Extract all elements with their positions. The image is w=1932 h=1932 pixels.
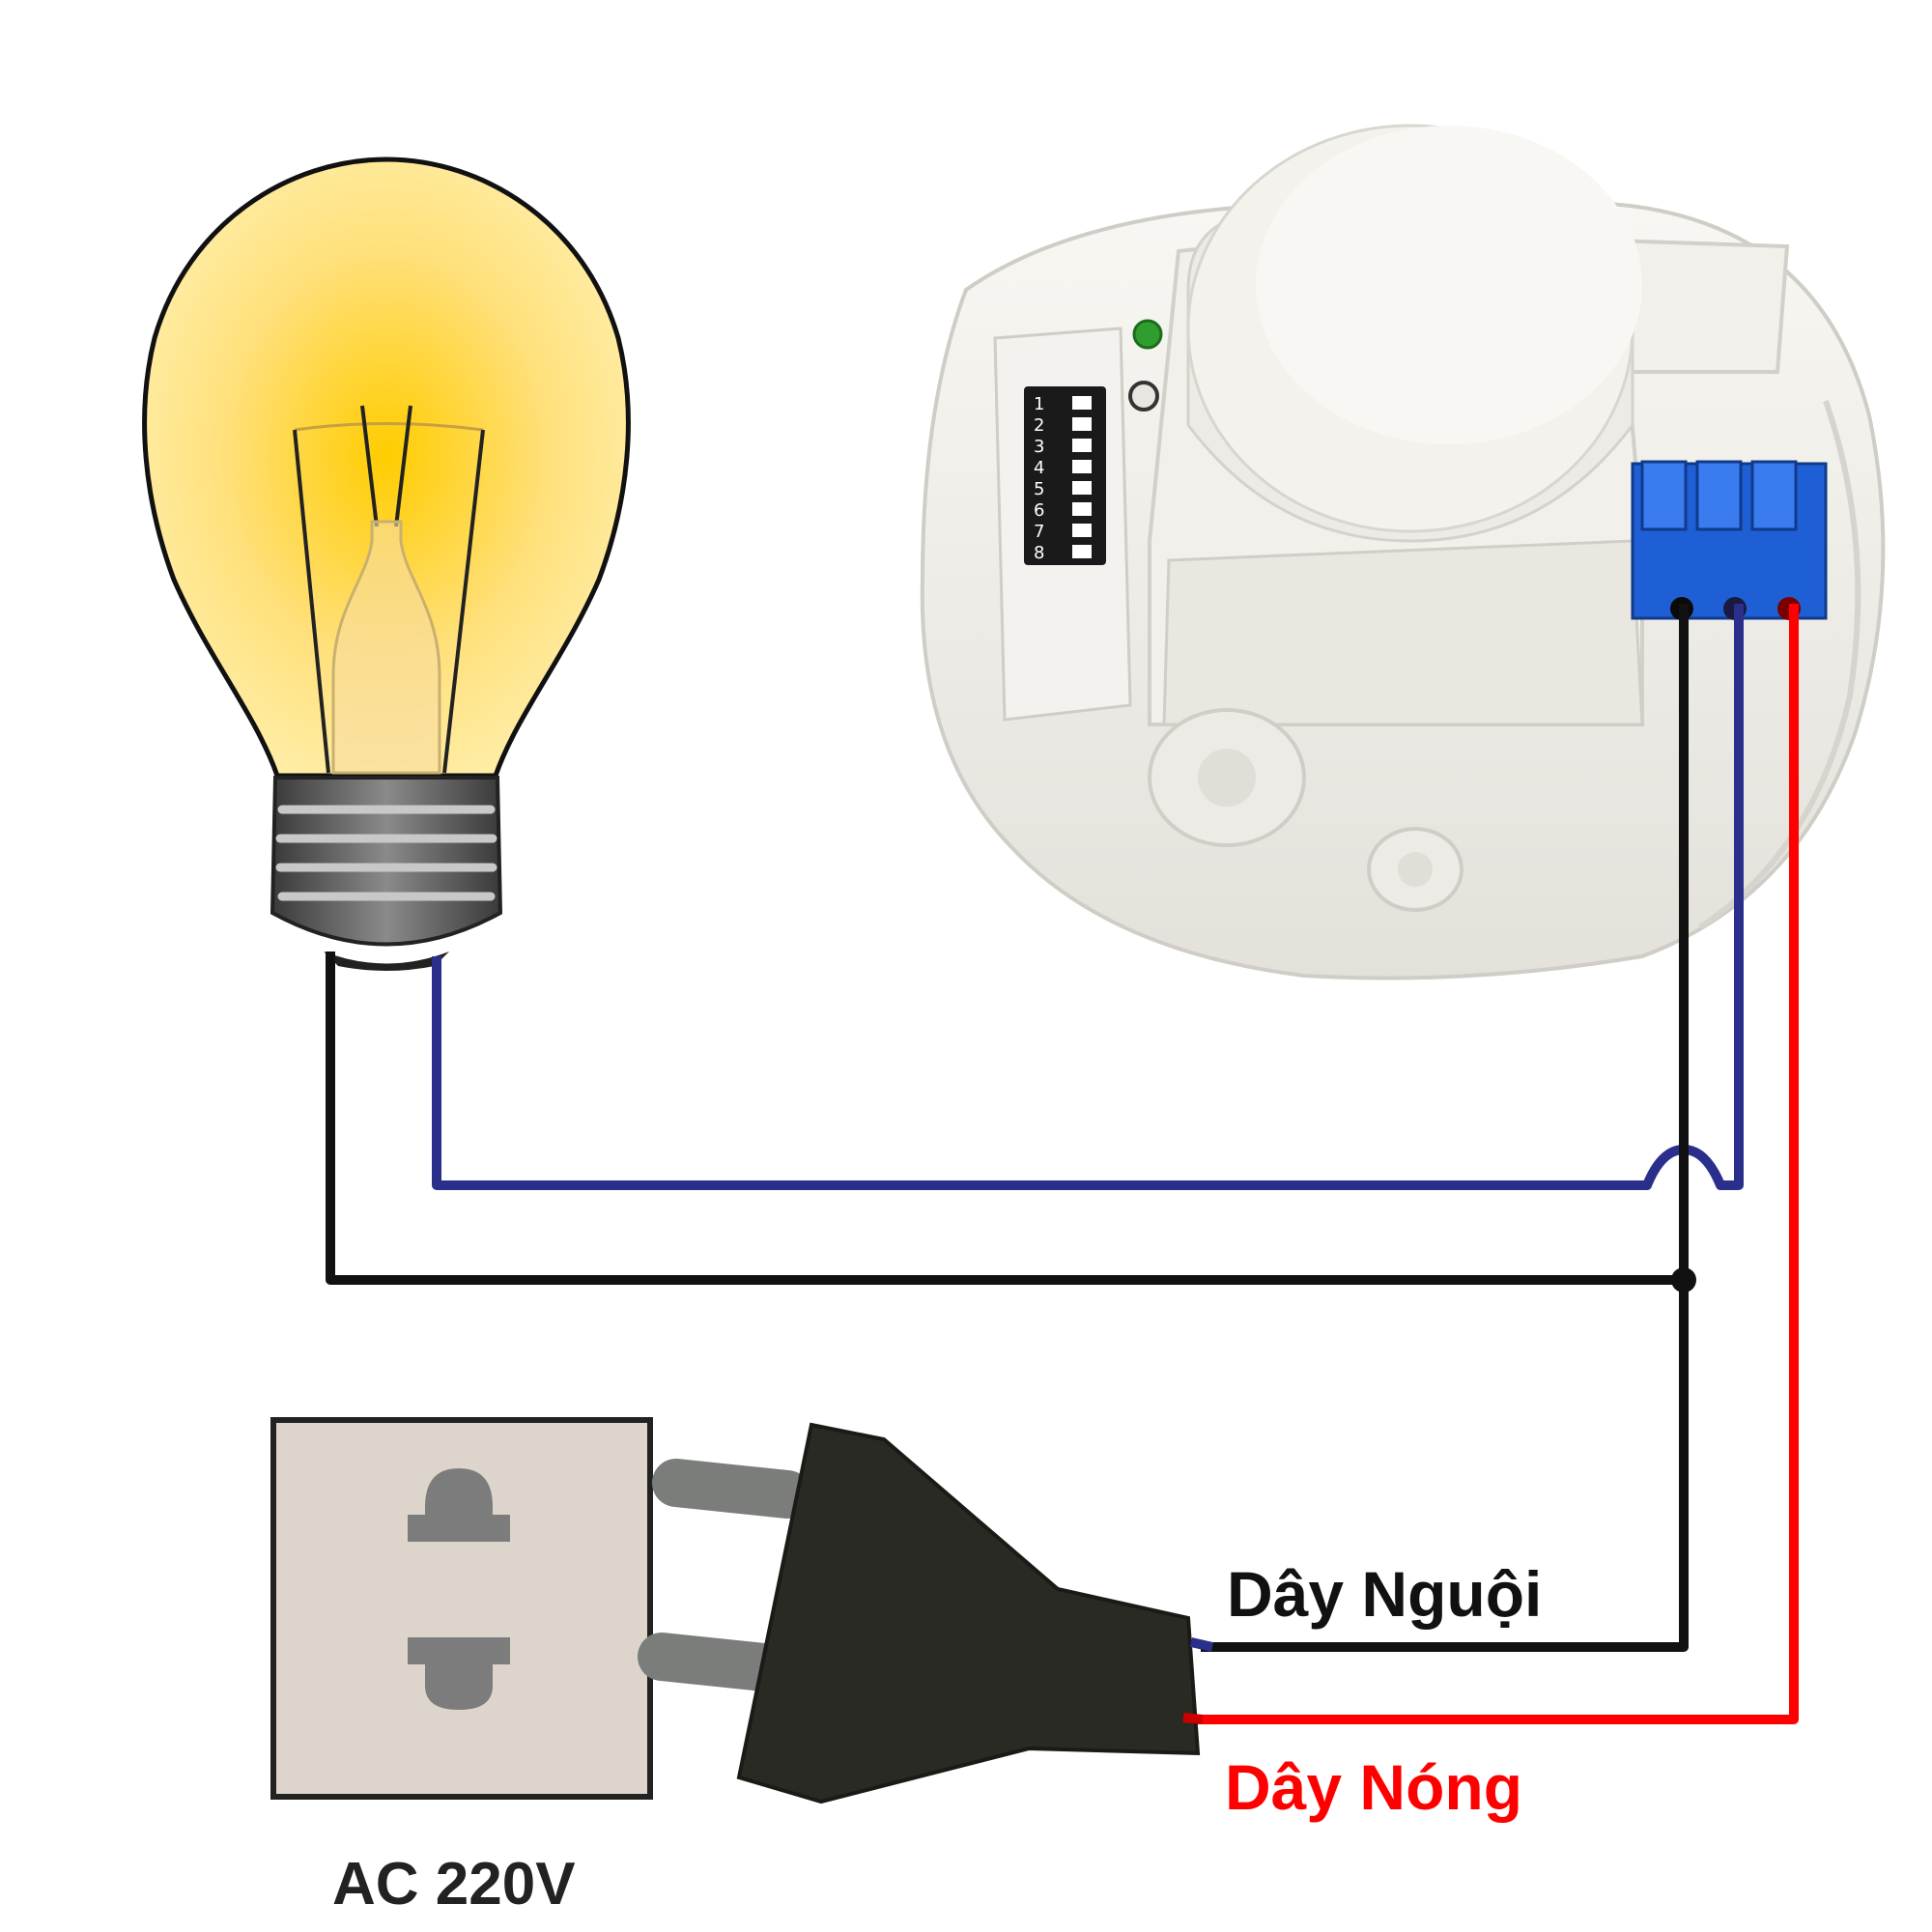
dip-number-1: 1 [1034,394,1044,414]
bulb-stem [331,520,441,775]
neutral-wire-label: Dây Nguội [1227,1558,1543,1630]
wires [326,604,1799,1724]
wire-junction [1671,1267,1696,1293]
power-source-label: AC 220V [332,1851,576,1918]
green-led-icon [1132,319,1163,350]
sensor-dome [1186,124,1642,543]
dip-number-3: 3 [1034,437,1044,457]
trimmer-icon [1128,381,1159,412]
bulb-glass [142,156,631,779]
light-bulb-icon [142,156,631,971]
live-wire [1185,604,1799,1724]
neutral-wire-sensor [1201,604,1689,1652]
dip-number-5: 5 [1034,479,1044,499]
bulb-screw-base [270,776,503,971]
terminal-block [1631,460,1828,620]
power-plug-icon [638,1422,1214,1804]
dip-number-4: 4 [1034,458,1044,478]
microwave-motion-sensor-icon: 1 2 3 4 5 6 7 8 [920,124,1886,980]
neutral-wire-bulb [326,952,1689,1285]
dip-number-7: 7 [1034,522,1044,542]
bulb-filament [293,405,485,774]
dip-number-8: 8 [1034,543,1044,563]
dip-number-6: 6 [1034,500,1044,521]
plug-body [736,1422,1201,1804]
wall-socket-icon [270,1417,653,1800]
dip-switch-block: 1 2 3 4 5 6 7 8 [993,327,1132,722]
dip-number-2: 2 [1034,415,1044,436]
live-wire-label: Dây Nóng [1225,1751,1523,1823]
